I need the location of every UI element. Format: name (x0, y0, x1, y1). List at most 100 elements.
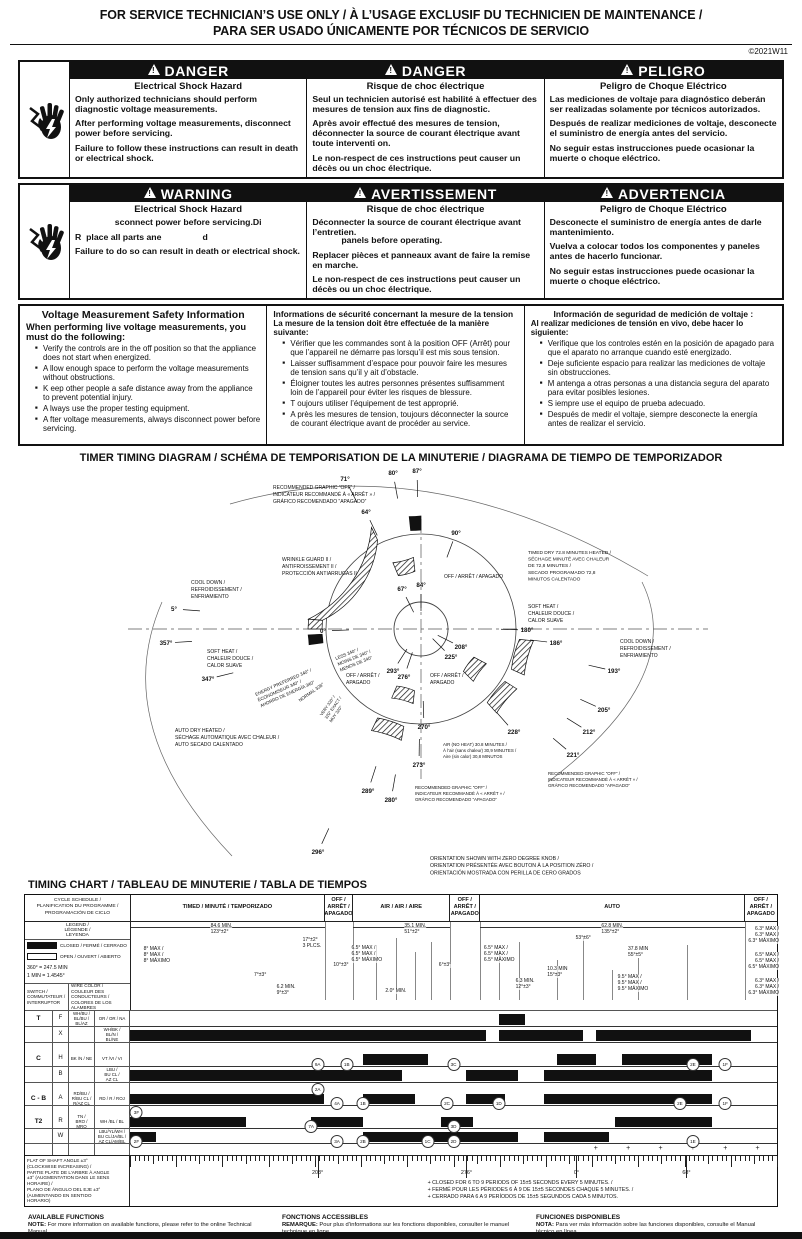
dial-zone-label: RECOMMENDED GRAPHIC “OFF” /INDICATEUR RE… (273, 485, 376, 505)
timing-track: ++++++ (130, 1144, 777, 1155)
footer-title-fr: FONCTIONS ACCESSIBLES (282, 1214, 369, 1222)
wire-color-header: WIRE COLOR / COULEUR DES CONDUCTEURS / C… (71, 983, 112, 1011)
callout-badge: 1F (718, 1058, 732, 1072)
warning-subtitle-en: Electrical Shock Hazard (134, 204, 243, 216)
danger-text: Después de realizar mediciones de voltaj… (549, 118, 777, 139)
chart-legend-column: CYCLE SCHEDULE / PLANIFICATION DU PROGRA… (25, 894, 131, 1011)
dimension-label: 53°±6° (575, 934, 591, 941)
contact-wire-color: OR / OR / NA (95, 1011, 130, 1028)
timing-track: 3F (129, 1106, 777, 1120)
timing-track (130, 1011, 777, 1028)
section-header: AIR / AIR / AIRE (353, 894, 451, 921)
safety-bullet: M antenga a otras personas a una distanc… (540, 379, 776, 397)
contact-id (53, 1106, 69, 1115)
danger-section: DANGER Electrical Shock Hazard Only auth… (18, 60, 784, 180)
dial-zone-label: ENERGY PREFERRED 340° /ÉCONOMISEUR 340° … (254, 667, 317, 708)
warning-text: sconnect power before servicing.Di (114, 216, 262, 227)
bottom-black-bar (0, 1232, 802, 1239)
closed-bar (544, 1070, 713, 1082)
warning-text: Vuelva a colocar todos los componentes y… (549, 241, 760, 262)
closed-bar (130, 1030, 486, 1042)
contact-wire-color: LBU / BU CL / AZ CL (95, 1067, 130, 1084)
degree-label: 280° (385, 797, 398, 804)
spacer-row: ++++++ (25, 1144, 777, 1156)
open-label: OPEN / OUVERT / ABIERTO (60, 953, 121, 959)
warning-text: Déconnecter la source de courant électri… (312, 216, 521, 237)
degree-label: 193° (608, 668, 621, 675)
dial-zone (392, 556, 416, 576)
callout-badge: 2A (311, 1083, 325, 1097)
danger-box-es: PELIGRO Peligro de Choque Eléctrico Las … (544, 62, 782, 177)
page-header: FOR SERVICE TECHNICIAN’S USE ONLY / À L’… (0, 0, 802, 56)
dimension-guide-line (499, 949, 501, 1000)
dial-zone-label: OFF / ARRÊT /APAGADO (430, 671, 464, 686)
warning-text: Replacer pièces et panneaux avant de fai… (312, 249, 531, 270)
timing-track: 2A (130, 1083, 777, 1097)
ruler-degree-label: 0° (573, 1170, 579, 1177)
dial-zone-label: ORIENTATION SHOWN WITH ZERO DEGREE KNOB … (430, 856, 594, 876)
timing-track (130, 1027, 777, 1044)
shock-hand-icon (28, 102, 64, 139)
contact-id: F (53, 1011, 69, 1028)
closed-bar (615, 1117, 713, 1128)
dimension-guide-line (686, 944, 688, 1000)
degree-ruler-labels: 208°276°0°68° (130, 1169, 777, 1178)
warning-text: Failure to do so can result in death or … (75, 246, 300, 257)
danger-text: No seguir estas instrucciones puede ocas… (549, 143, 755, 163)
dial-zone-label: SOFT HEAT /CHALEUR DOUCE /CALOR SUAVE (207, 649, 254, 669)
flat-of-shaft-note: FLAT OF SHAFT ANGLE ±3° (CLOCKWISE INCRE… (25, 1156, 130, 1207)
plus-mark: + (690, 1145, 695, 1153)
wire-color (69, 1083, 95, 1092)
page-title-line1: FOR SERVICE TECHNICIAN’S USE ONLY / À L’… (99, 8, 703, 22)
dimension-label: 6.5° MAX / 6.5° MAX / 6.5° MÁXIMO (351, 944, 383, 963)
degree-label: 347° (202, 676, 215, 683)
degree-label: 71° (340, 476, 350, 483)
contact-wire-color (95, 1043, 130, 1052)
dial-zone (408, 515, 422, 531)
safety-bullet: Vérifier que les commandes sont à la pos… (282, 339, 517, 357)
danger-text: After performing voltage measurements, d… (75, 118, 291, 139)
danger-text: Las mediciones de voltaje para diagnósti… (549, 93, 766, 114)
contact-id (53, 1144, 69, 1156)
safety-bullet: Después de medir el voltaje, siempre des… (540, 410, 776, 428)
degree-label: 205° (598, 707, 611, 714)
danger-subtitle-en: Electrical Shock Hazard (134, 81, 243, 93)
safety-bullet: A fter voltage measurements, always disc… (35, 415, 260, 433)
safety-bullets-es: Verifique que los controles estén en la … (540, 339, 776, 428)
closed-bar (544, 1094, 713, 1105)
warning-subtitle-es: Peligro de Choque Eléctrico (599, 204, 727, 216)
timer-dial-diagram: 87°80°71°64°90°67°84°5°0°357°347°180°186… (128, 468, 708, 876)
switch-id: T2 (25, 1114, 53, 1130)
dial-zone-label: TIMED DRY 72.8 MINUTES HEATED /SÉCHAGE M… (528, 550, 612, 582)
warning-triangle-icon (147, 64, 160, 76)
dial-zone-label: AIR (NO HEAT) 30.8 MINUTES /À l’air (san… (443, 742, 517, 759)
danger-title-en: DANGER (164, 62, 229, 79)
switch-id (25, 1043, 53, 1052)
safety-intro-en: When performing live voltage measurement… (26, 321, 247, 342)
warning-triangle-icon (600, 187, 613, 199)
contact-wire-color: WH /BL / BL (95, 1114, 130, 1130)
degree-label: 289° (362, 788, 375, 795)
callout-badge: 1C (421, 1135, 435, 1149)
plus-mark: + (755, 1145, 760, 1153)
danger-text: Failure to follow these instructions can… (75, 143, 299, 163)
spacer-row (25, 1043, 777, 1052)
danger-text: Le non-respect de ces instructions peut … (312, 152, 521, 173)
warning-box-fr: AVERTISSEMENT Risque de choc électrique … (307, 185, 545, 298)
dial-zone-label: OFF / ARRÊT /APAGADO (346, 671, 380, 686)
callout-badge: 4A (330, 1097, 344, 1111)
contact-id (53, 1083, 69, 1092)
safety-bullets-fr: Vérifier que les commandes sont à la pos… (282, 339, 517, 428)
switch-wire-headers: SWITCH / COMMUTATEUR / INTERRUPTOR WIRE … (25, 983, 130, 1011)
callout-badge: 1F (718, 1097, 732, 1111)
contact-id: R (53, 1114, 69, 1130)
warning-title-en: WARNING (160, 185, 233, 202)
safety-bullet: S iempre use el equipo de prueba adecuad… (540, 399, 776, 408)
safety-bullets-en: Verify the controls are in the off posit… (35, 344, 260, 433)
spacer-row: 3F (25, 1106, 777, 1120)
